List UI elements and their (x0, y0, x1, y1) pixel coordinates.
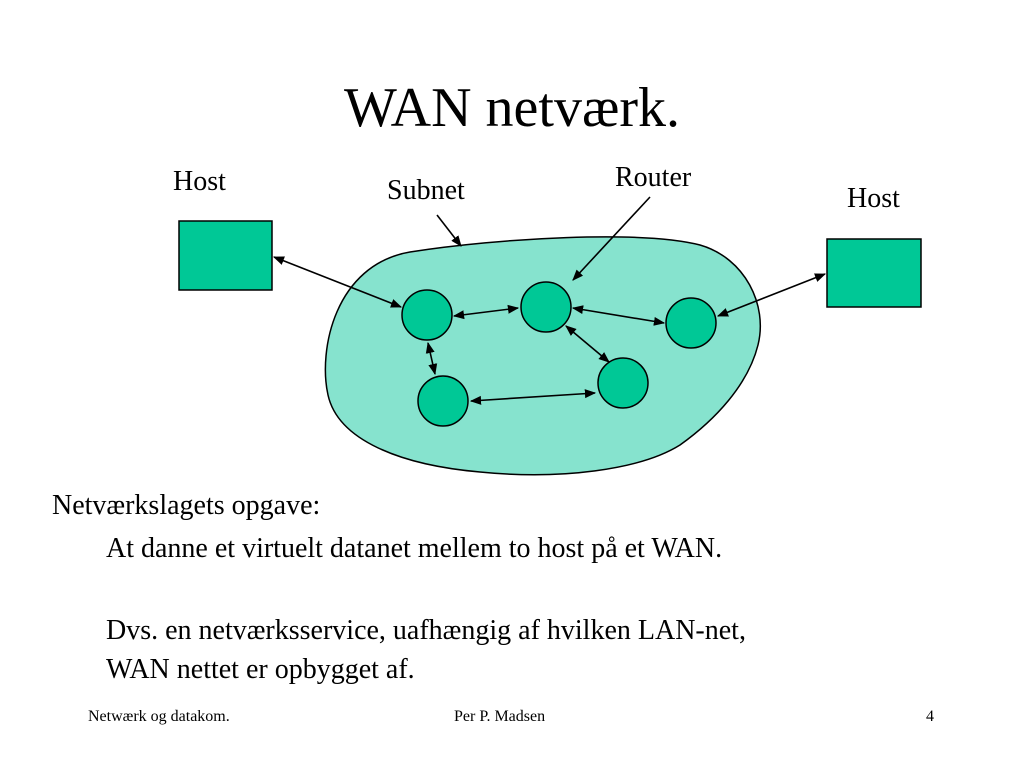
link-arrow (716, 273, 827, 317)
link-arrow (571, 305, 666, 326)
wan-diagram (178, 196, 922, 476)
link-arrow (425, 341, 438, 376)
router-label: Router (615, 162, 692, 193)
footer-page-number: 4 (926, 708, 934, 725)
link-arrow (452, 304, 520, 320)
link-arrow (469, 389, 597, 405)
router-node (665, 297, 717, 349)
body-line-2: Dvs. en netværksservice, uafhængig af hv… (106, 615, 746, 646)
subnet-cloud (324, 236, 762, 476)
subnet-pointer (436, 214, 462, 247)
router-node (401, 289, 453, 341)
host-left-box (178, 220, 273, 291)
host-left-label: Host (173, 166, 226, 197)
body-heading: Netværkslagets opgave: (52, 490, 321, 521)
link-arrow (272, 256, 403, 308)
slide-title: WAN netværk. (344, 77, 680, 139)
host-right-label: Host (847, 183, 900, 214)
body-line-3: WAN nettet er opbygget af. (106, 654, 415, 685)
router-node (417, 375, 469, 427)
footer-center: Per P. Madsen (454, 708, 546, 725)
footer-left: Netwærk og datakom. (88, 708, 230, 725)
body-line-1: At danne et virtuelt datanet mellem to h… (106, 533, 723, 564)
link-arrow (565, 325, 610, 363)
subnet-label: Subnet (387, 175, 465, 206)
router-pointer (572, 196, 651, 281)
router-node (597, 357, 649, 409)
host-right-box (826, 238, 922, 308)
links (272, 196, 827, 405)
router-node (520, 281, 572, 333)
